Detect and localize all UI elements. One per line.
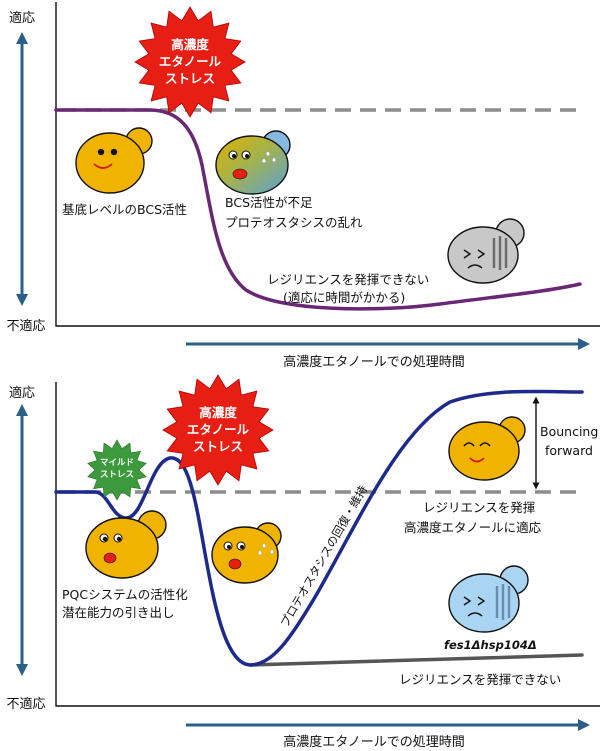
top-label-bcs-low-2: プロテオスタシスの乱れ [225, 215, 363, 230]
bottom-y-axis-top-label: 適応 [9, 385, 35, 401]
top-stress-line-2: エタノール [159, 54, 222, 69]
bottom-adaptation-curve [54, 389, 584, 667]
top-y-axis-top-label: 適応 [9, 10, 35, 26]
top-panel: 適応 不適応 高濃度 エタノール ストレス 基底レベルのBCS活性 [6, 2, 600, 370]
bottom-axes [55, 382, 600, 707]
top-label-no-resilience-2: (適応に時間がかかる) [283, 290, 405, 305]
top-label-bcs-low-1: BCS活性が不足 [225, 195, 313, 210]
bottom-label-pqc-1: PQCシステムの活性化 [62, 587, 188, 602]
bottom-mild-line-1: マイルド [100, 458, 134, 468]
bottom-happy-cell-icon [448, 416, 526, 481]
bottom-label-recovery: プロテオスタシスの回復・維持 [277, 483, 370, 630]
bottom-mutant-cell-icon [448, 565, 529, 633]
bottom-panel: 適応 不適応 マイルド ストレス 高濃度 エタノール ストレス [6, 374, 600, 750]
top-stress-burst: 高濃度 エタノール ストレス [134, 6, 246, 118]
bottom-label-mutant: fes1Δhsp104Δ [444, 638, 537, 652]
bottom-y-axis-bottom-label: 不適応 [6, 696, 45, 712]
bottom-label-bouncing-2: forward [545, 443, 593, 458]
bottom-x-axis-label: 高濃度エタノールでの処理時間 [283, 734, 465, 750]
top-label-no-resilience-1: レジリエンスを発揮できない [267, 272, 429, 287]
bottom-label-pqc-2: 潜在能力の引き出し [62, 605, 175, 620]
top-x-axis-label: 高濃度エタノールでの処理時間 [283, 354, 465, 370]
bottom-stress-line-1: 高濃度 [199, 405, 237, 420]
bottom-stress-line-2: エタノール [187, 422, 250, 437]
top-stressed-cell-icon [215, 130, 291, 195]
bottom-label-resilience-1: レジリエンスを発揮 [423, 500, 535, 515]
bottom-label-bouncing-1: Bouncing [540, 424, 598, 439]
bottom-pqc-cell-icon [85, 510, 167, 579]
bottom-stress-burst: 高濃度 エタノール ストレス [162, 374, 274, 486]
bottom-mild-line-2: ストレス [100, 470, 134, 480]
top-stress-line-1: 高濃度 [171, 37, 209, 52]
bottom-stressed-cell-icon [211, 522, 282, 584]
bottom-stress-line-3: ストレス [193, 439, 243, 454]
top-adaptation-curve [54, 108, 582, 311]
bottom-label-resilience-2: 高濃度エタノールに適応 [404, 520, 542, 535]
top-gray-cell-icon [447, 218, 525, 284]
bottom-mutant-curve [248, 653, 584, 667]
top-y-axis-bottom-label: 不適応 [6, 318, 45, 334]
top-label-baseline: 基底レベルのBCS活性 [62, 202, 187, 217]
bottom-label-no-resilience: レジリエンスを発揮できない [399, 672, 561, 687]
bottom-mild-stress-burst: マイルド ストレス [87, 439, 147, 501]
top-stress-line-3: ストレス [165, 71, 215, 86]
top-healthy-cell-icon [75, 127, 153, 194]
